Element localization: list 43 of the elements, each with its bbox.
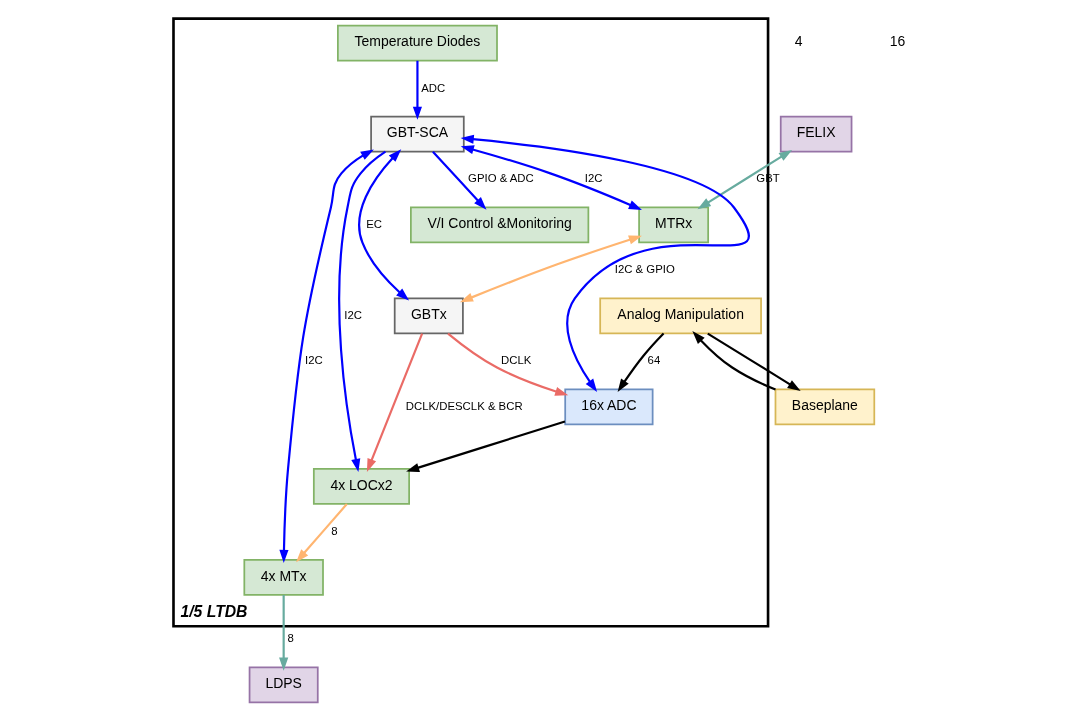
edge-label: I2C (343, 308, 362, 321)
node-box: Baseplane (774, 388, 875, 426)
edge-label: ADC (420, 81, 445, 94)
node-box: LDPS (248, 666, 319, 704)
label: 4 (794, 33, 803, 50)
arrow (460, 145, 642, 210)
node-box: GBTx (393, 297, 464, 335)
node-box: Temperature Diodes (336, 24, 498, 62)
arrow (446, 332, 568, 396)
node-box: Analog Manipulation (598, 297, 762, 335)
arrow (278, 149, 374, 563)
arrow (691, 331, 776, 391)
arrow (412, 60, 422, 120)
node-box: 4x LOCx2 (312, 468, 410, 505)
arrow (460, 134, 750, 392)
arrow (706, 332, 801, 391)
edge-label: EC (365, 217, 382, 230)
edge-label: I2C & GPIO (614, 263, 675, 276)
arrow (405, 420, 565, 472)
edge-label: GPIO & ADC (467, 172, 534, 185)
edge-label: DCLK/DESCLK & BCR (405, 399, 523, 412)
arrow (459, 235, 642, 303)
edge-label: 8 (286, 632, 294, 645)
arrow (278, 594, 288, 671)
node-box: FELIX (779, 115, 852, 153)
node-box: GBT-SCA (369, 115, 465, 153)
edge-label: DCLK (500, 354, 531, 367)
arrow (431, 150, 486, 210)
label: 16 (889, 33, 905, 50)
node-box: V/I Control &Monitoring (409, 206, 589, 244)
node-box: 4x MTx (242, 558, 324, 596)
arrow (366, 333, 423, 472)
arrow (617, 332, 664, 393)
arrow (697, 149, 792, 210)
edge-label: I2C (584, 172, 602, 185)
edge-label: I2C (304, 354, 323, 367)
arrow (295, 503, 348, 563)
arrow (357, 149, 409, 301)
node-box: 16x ADC (563, 388, 653, 426)
edge-label: 64 (647, 354, 660, 367)
arrow (337, 150, 386, 472)
edge-label: 8 (330, 524, 338, 537)
node-box: MTRx (637, 206, 709, 244)
